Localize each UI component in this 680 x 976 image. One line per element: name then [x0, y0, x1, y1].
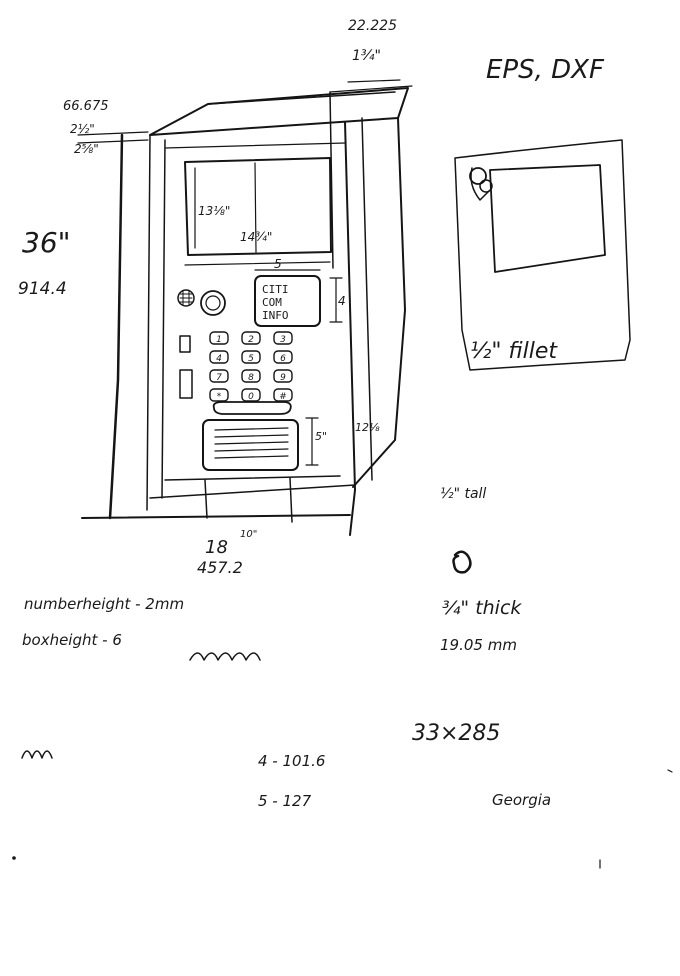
keypad-key-label: 1: [216, 335, 222, 345]
keypad-key-label: 5: [248, 354, 254, 364]
keypad-key-label: 0: [248, 392, 254, 402]
keypad-key: 4: [209, 350, 229, 364]
keypad-key-label: *: [217, 392, 222, 402]
size-note: 33×285: [412, 721, 500, 746]
keypad-key-label: 6: [280, 354, 286, 364]
number-height-note: numberheight - 2mm: [24, 595, 184, 613]
keypad-key-label: 8: [248, 373, 254, 383]
gap-top-label: 5: [274, 257, 282, 271]
screen-height-label: 13⅛": [198, 204, 230, 218]
thick-mm-note: 19.05 mm: [440, 636, 517, 654]
keypad-key: *: [209, 388, 229, 402]
stray-mark: [599, 769, 673, 869]
keypad-key-label: 9: [280, 373, 286, 383]
sign-line-2: COM: [262, 296, 282, 309]
keypad-key: 2: [241, 331, 261, 345]
panel-drawing: [454, 139, 631, 371]
keypad-key: 9: [273, 369, 293, 383]
screen-width-label: 14¾": [240, 230, 272, 244]
left-top-in-label: 2⅝": [74, 142, 99, 156]
keypad-key-label: 7: [216, 373, 222, 383]
left-top-scribble-label: 2½": [70, 122, 95, 136]
keypad-key: 0: [241, 388, 261, 402]
tall-note: ½" tall: [440, 486, 486, 502]
grill-height-label: 5": [315, 430, 327, 443]
right-side-label: 12⅛: [355, 421, 380, 434]
keypad-key-label: 2: [248, 335, 254, 345]
height-mm-label: 914.4: [18, 279, 67, 299]
stray-dot: [12, 856, 16, 860]
keypad-key: 6: [273, 350, 293, 364]
keypad-key: 7: [209, 369, 229, 383]
conv-4-note: 4 - 101.6: [258, 752, 325, 770]
ink-blot: [452, 550, 472, 574]
sign-line-1: CITI: [262, 283, 289, 296]
keypad-key: 1: [209, 331, 229, 345]
keypad-key-label: #: [279, 392, 287, 402]
thick-note: ¾" thick: [442, 597, 522, 619]
keypad-key-label: 3: [280, 335, 286, 345]
keypad-key: #: [273, 388, 293, 402]
keypad-key: 5: [241, 350, 261, 364]
width-scribble-label: 10": [240, 529, 257, 540]
scribble-small: [21, 750, 53, 759]
box-height-note: boxheight - 6: [22, 631, 122, 649]
height-in-label: 36": [22, 226, 71, 259]
keypad-key: 3: [273, 331, 293, 345]
formats-label: EPS, DXF: [486, 55, 605, 85]
sign-height-label: 4: [338, 294, 346, 308]
conv-5-note: 5 - 127: [258, 792, 312, 810]
font-note: Georgia: [492, 791, 551, 809]
sign-line-3: INFO: [262, 309, 289, 322]
top-width-mm-label: 22.225: [348, 18, 397, 34]
payphone-booth-drawing: 1 2 3 4 5 6 7 8 9 * 0 #: [77, 79, 413, 536]
width-mm-label: 457.2: [197, 558, 243, 577]
keypad: 1 2 3 4 5 6 7 8 9 * 0 #: [209, 331, 293, 402]
keypad-key-label: 4: [216, 354, 222, 364]
left-top-mm-label: 66.675: [63, 99, 109, 114]
scribble-loops: [189, 652, 261, 661]
top-width-in-label: 1¾": [352, 48, 381, 64]
width-in-label: 18: [205, 537, 228, 558]
keypad-key: 8: [241, 369, 261, 383]
fillet-label: ½" fillet: [470, 339, 558, 364]
